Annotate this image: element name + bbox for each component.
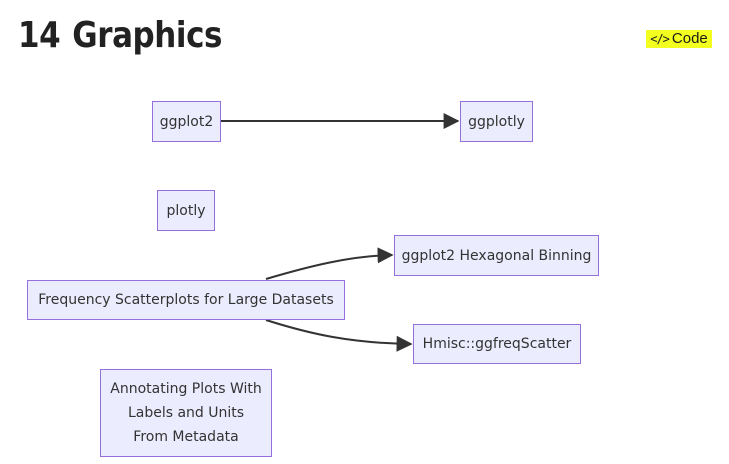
edge-freq-to-hexbin bbox=[265, 247, 394, 280]
section-number: 14 bbox=[18, 15, 61, 56]
section-title: Graphics bbox=[72, 15, 223, 56]
code-toggle-button[interactable]: </> Code bbox=[646, 30, 712, 48]
node-ggplot2: ggplot2 bbox=[152, 101, 221, 142]
edge-freq-to-hmisc bbox=[265, 319, 413, 352]
code-icon: </> bbox=[650, 32, 670, 46]
node-label-line: Labels and Units bbox=[127, 405, 245, 421]
node-ggplot2-hexagonal-binning: ggplot2 Hexagonal Binning bbox=[394, 235, 599, 276]
node-label-line: From Metadata bbox=[133, 429, 239, 445]
node-label-block: Annotating Plots With Labels and Units F… bbox=[110, 377, 261, 449]
node-label: Hmisc::ggfreqScatter bbox=[422, 336, 572, 352]
node-frequency-scatterplots: Frequency Scatterplots for Large Dataset… bbox=[27, 280, 345, 320]
code-toggle-label: Code bbox=[671, 30, 708, 47]
node-hmisc-ggfreqscatter: Hmisc::ggfreqScatter bbox=[413, 324, 581, 364]
node-label: ggplot2 bbox=[159, 113, 214, 130]
node-label: ggplot2 Hexagonal Binning bbox=[401, 247, 592, 264]
node-annotating-plots: Annotating Plots With Labels and Units F… bbox=[100, 369, 272, 457]
node-label: plotly bbox=[166, 202, 206, 219]
node-label-line: Annotating Plots With bbox=[110, 381, 262, 397]
node-label: Frequency Scatterplots for Large Dataset… bbox=[38, 292, 334, 308]
node-plotly: plotly bbox=[157, 190, 215, 231]
page-title: 14 Graphics bbox=[18, 12, 222, 60]
node-label: ggplotly bbox=[468, 113, 525, 130]
node-ggplotly: ggplotly bbox=[460, 101, 533, 142]
